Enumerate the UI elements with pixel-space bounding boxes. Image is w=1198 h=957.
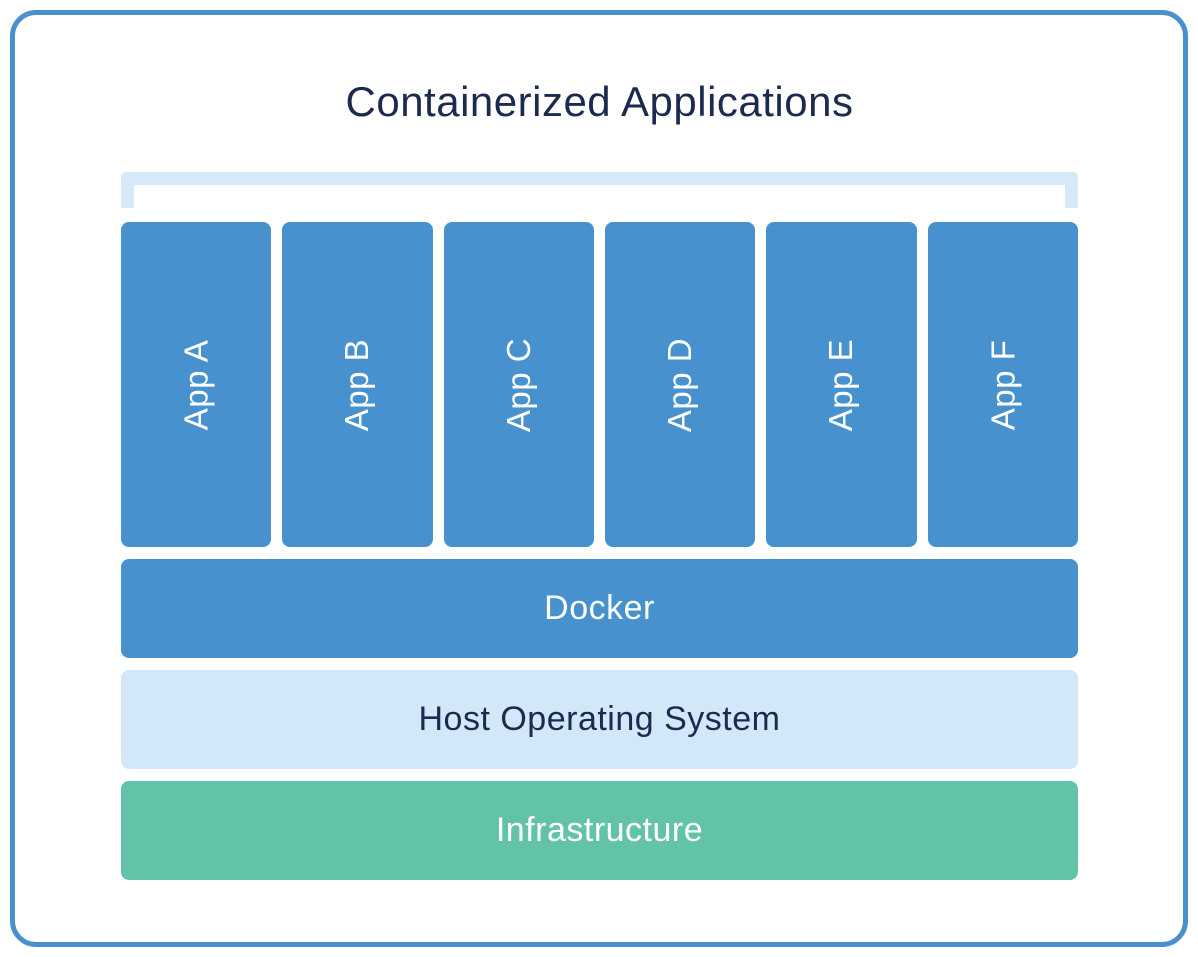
infrastructure-layer: Infrastructure bbox=[121, 781, 1078, 880]
app-label: App E bbox=[822, 338, 860, 431]
host-os-label: Host Operating System bbox=[418, 700, 781, 738]
diagram-content: Containerized Applications App A App B A… bbox=[121, 15, 1078, 880]
app-label: App C bbox=[499, 337, 537, 432]
infrastructure-label: Infrastructure bbox=[495, 811, 704, 849]
app-label: App F bbox=[983, 339, 1021, 430]
app-container-a: App A bbox=[121, 222, 272, 547]
app-container-f: App F bbox=[927, 222, 1078, 547]
diagram-title: Containerized Applications bbox=[345, 78, 854, 125]
app-container-b: App B bbox=[282, 222, 433, 547]
app-label: App B bbox=[338, 338, 376, 431]
app-container-c: App C bbox=[443, 222, 594, 547]
docker-label: Docker bbox=[544, 589, 655, 627]
app-container-e: App E bbox=[766, 222, 917, 547]
host-os-layer: Host Operating System bbox=[121, 670, 1078, 769]
app-label: App A bbox=[177, 339, 215, 430]
apps-row: App A App B App C App D App E App F bbox=[121, 222, 1078, 547]
diagram-card: Containerized Applications App A App B A… bbox=[10, 10, 1188, 947]
apps-group-bracket bbox=[121, 172, 1078, 208]
app-container-d: App D bbox=[604, 222, 756, 547]
docker-layer: Docker bbox=[121, 559, 1078, 658]
app-label: App D bbox=[661, 337, 699, 432]
